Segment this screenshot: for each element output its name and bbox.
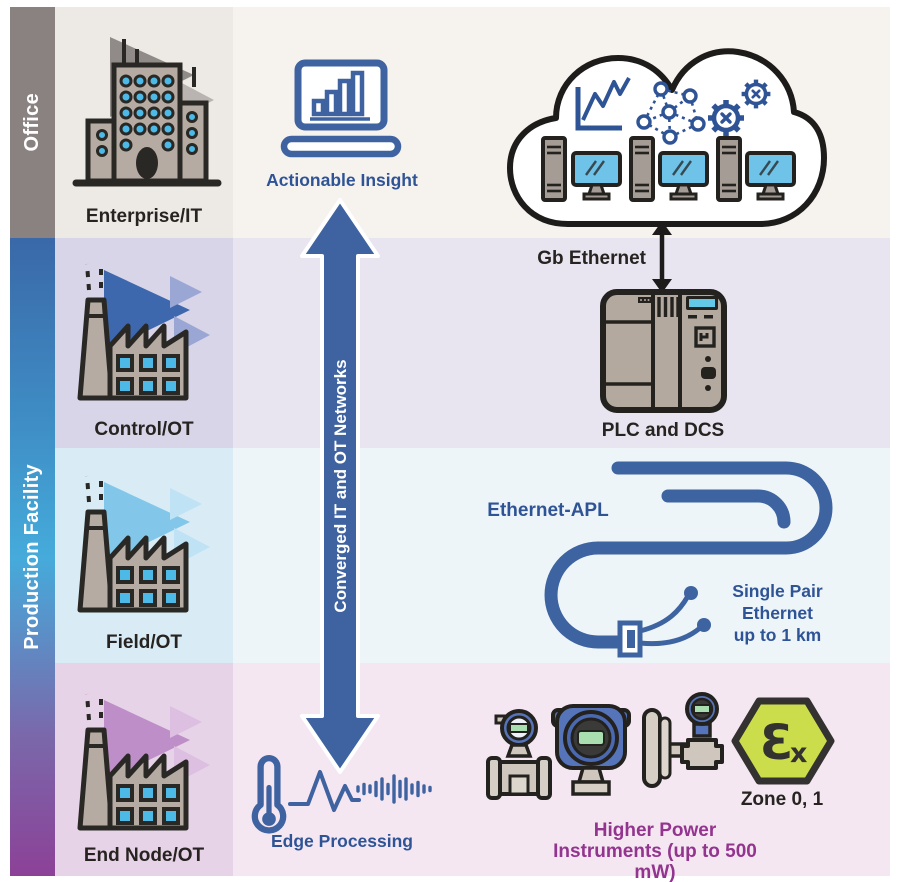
- row-label-enterprise-it: Enterprise/IT: [85, 206, 203, 227]
- double-arrow-icon: [652, 221, 672, 293]
- sidebar-office-label: Office: [21, 93, 43, 152]
- apl-cable-icon: [544, 461, 833, 658]
- sidebar-office: Office: [10, 7, 55, 238]
- gears-icon: [708, 79, 771, 136]
- monitor-icon: [571, 151, 796, 201]
- spe-line2: up to 1 km: [733, 625, 822, 645]
- edge-processing-label: Edge Processing: [271, 831, 413, 851]
- converged-networks-arrow: Converged IT and OT Networks: [300, 198, 380, 774]
- higher-power-line2: Instruments (up to 500 mW): [553, 841, 757, 882]
- row-label-control-ot: Control/OT: [94, 419, 194, 440]
- factory-icon: [77, 475, 210, 613]
- laptop-bar-chart-icon: [280, 59, 402, 158]
- trend-chart-icon: [575, 77, 631, 131]
- plc-device-icon: [600, 289, 727, 413]
- sidebar-production-label: Production Facility: [21, 464, 43, 650]
- higher-power-instruments-label: Higher Power Instruments (up to 500 mW): [540, 820, 770, 882]
- ex-x-glyph: x: [790, 738, 807, 769]
- diaphragm-instrument-icon: [642, 692, 724, 788]
- plc-dcs-label: PLC and DCS: [601, 420, 725, 441]
- ex-hazard-badge: Ɛ x: [731, 697, 835, 785]
- converged-arrow-label: Converged IT and OT Networks: [331, 359, 350, 612]
- row-label-end-node-ot: End Node/OT: [83, 845, 205, 866]
- row-label-field-ot: Field/OT: [106, 632, 182, 653]
- single-pair-ethernet-label: Single Pair Ethernet up to 1 km: [695, 580, 860, 646]
- factory-icon: [77, 693, 210, 831]
- transmitter-icon: [551, 704, 631, 796]
- actionable-insight-label: Actionable Insight: [266, 170, 418, 190]
- gb-ethernet-label: Gb Ethernet: [537, 248, 646, 269]
- sidebar-production-facility: Production Facility: [10, 238, 55, 876]
- network-graph-icon: [636, 81, 706, 145]
- audio-waveform-icon: [356, 774, 432, 804]
- higher-power-line1: Higher Power: [593, 820, 717, 841]
- cloud-icon: [507, 48, 827, 227]
- ex-epsilon-glyph: Ɛ: [760, 715, 793, 771]
- factory-icon: [77, 263, 210, 401]
- spe-line1: Single Pair Ethernet: [732, 581, 823, 623]
- zone-label: Zone 0, 1: [740, 789, 824, 810]
- server-icon: [541, 136, 742, 202]
- flow-meter-icon: [486, 709, 552, 800]
- pulse-waveform-icon: [288, 770, 361, 812]
- thermometer-icon: [251, 755, 287, 834]
- office-building-icon: [72, 37, 222, 187]
- ethernet-apl-label: Ethernet-APL: [487, 500, 609, 521]
